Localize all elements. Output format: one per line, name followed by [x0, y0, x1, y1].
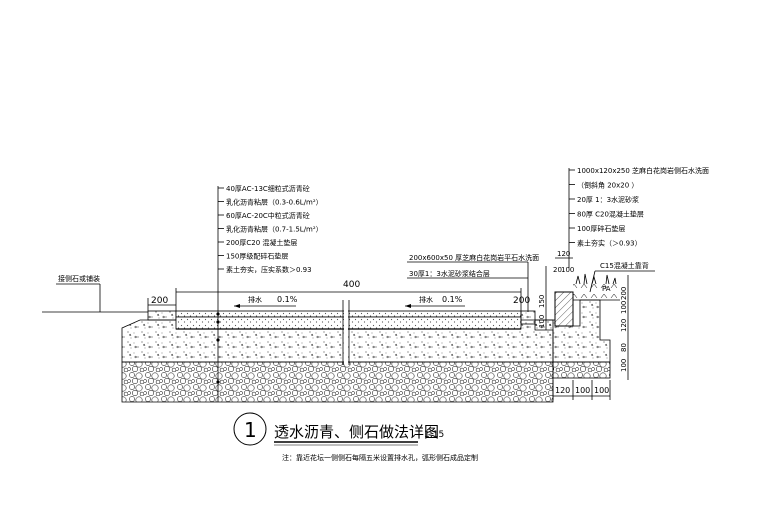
dim-400: 400: [343, 280, 360, 290]
dim-200-left: 200: [151, 296, 168, 306]
dim-20: 20: [553, 266, 562, 274]
curb-concrete-base: [534, 299, 611, 363]
gravel-base-layer: [121, 361, 554, 403]
left-callout-item-4: 乳化沥青粘层（0.7-1.5L/m²）: [226, 225, 323, 234]
connect-curb-label: 接侧石或铺装: [58, 274, 100, 283]
right-callout-item-6: 素土夯实（＞0.93）: [577, 239, 642, 248]
detail-number: 1: [244, 418, 257, 442]
title-block: 1 透水沥青、侧石做法详图 1:15 注：靠近花坛一侧侧石每隔五米设置排水孔，弧…: [233, 412, 478, 462]
left-callout-item-3: 60厚AC-20C中粒式沥青砼: [226, 211, 310, 220]
detail-title: 透水沥青、侧石做法详图: [274, 423, 439, 441]
right-callout-item-3: 20厚 1：3水泥砂浆: [577, 195, 639, 204]
dim-100-b1: 100: [575, 386, 590, 395]
dim-100-b2: 100: [594, 386, 609, 395]
curb-gravel: [552, 361, 611, 379]
dim-150: 150: [538, 295, 546, 308]
right-callout-item-4: 80厚 C20混凝土垫层: [577, 210, 644, 219]
left-callout-item-6: 150厚级配碎石垫层: [226, 252, 288, 261]
right-callout-item-5: 100厚碎石垫层: [577, 224, 625, 233]
pa-label: PA: [602, 285, 611, 293]
slope-label-2: 0.1%: [442, 295, 463, 304]
asphalt-bottom-layer: [175, 316, 522, 330]
flat-stone: [520, 310, 536, 325]
detail-number-circle: [233, 412, 267, 446]
right-callout-item-2: （倒斜角 20x20 ）: [577, 181, 638, 190]
left-callout-item-7: 素土夯实，压实系数＞0.93: [226, 265, 312, 274]
drain-label-1: 排水: [248, 295, 262, 304]
dim-100-top: 100: [561, 266, 574, 274]
dim-200-right: 200: [513, 296, 530, 306]
dim-120-r: 120: [620, 319, 628, 332]
slope-label-1: 0.1%: [277, 295, 298, 304]
left-callout-item-2: 乳化沥青粘层（0.3-0.6L/m²）: [226, 198, 323, 207]
left-edge-block: [147, 310, 177, 321]
dim-120-top: 120: [557, 250, 570, 258]
planting-soil: [573, 284, 617, 300]
left-callout-item-1: 40厚AC-13C细粒式沥青砼: [226, 184, 310, 193]
mid-callout-item-2: 30厚1：3水泥砂浆结合层: [409, 269, 490, 278]
c15-label: C15混凝土靠背: [600, 261, 649, 270]
drain-indicator-1: 排水 0.1%: [234, 295, 298, 308]
detail-scale: 1:15: [424, 430, 444, 440]
right-callout-item-1: 1000x120x250 芝麻白花岗岩侧石水洗面: [577, 166, 709, 175]
dim-200-r: 200: [620, 287, 628, 300]
break-symbol: [342, 300, 350, 365]
curb-stone: [554, 291, 574, 327]
dim-80-r: 80: [620, 343, 628, 352]
detail-note: 注：靠近花坛一侧侧石每隔五米设置排水孔，弧形侧石成品定制: [282, 453, 478, 462]
asphalt-top-layer: [175, 310, 522, 318]
dim-120-bottom: 120: [555, 386, 570, 395]
drain-label-2: 排水: [419, 295, 433, 304]
dimensions: 400 200 200 120 20 100 150 100 200 100 1…: [147, 250, 629, 400]
pavement-section: [121, 273, 620, 403]
left-callout-item-5: 200厚C20 混凝土垫层: [226, 238, 297, 247]
connect-curb-note: 接侧石或铺装: [56, 274, 101, 312]
mid-callout: 200x600x50 厚芝麻白花岗岩平石水洗面 30厚1：3水泥砂浆结合层: [407, 253, 539, 312]
right-callout: 1000x120x250 芝麻白花岗岩侧石水洗面 （倒斜角 20x20 ） 20厚 …: [568, 166, 709, 268]
drain-indicator-2: 排水 0.1%: [405, 295, 465, 308]
dim-100-r: 100: [620, 301, 628, 314]
mid-callout-item-1: 200x600x50 厚芝麻白花岗岩平石水洗面: [409, 253, 539, 262]
dim-100-r2: 100: [620, 359, 628, 372]
dim-100-mid: 100: [538, 315, 546, 328]
